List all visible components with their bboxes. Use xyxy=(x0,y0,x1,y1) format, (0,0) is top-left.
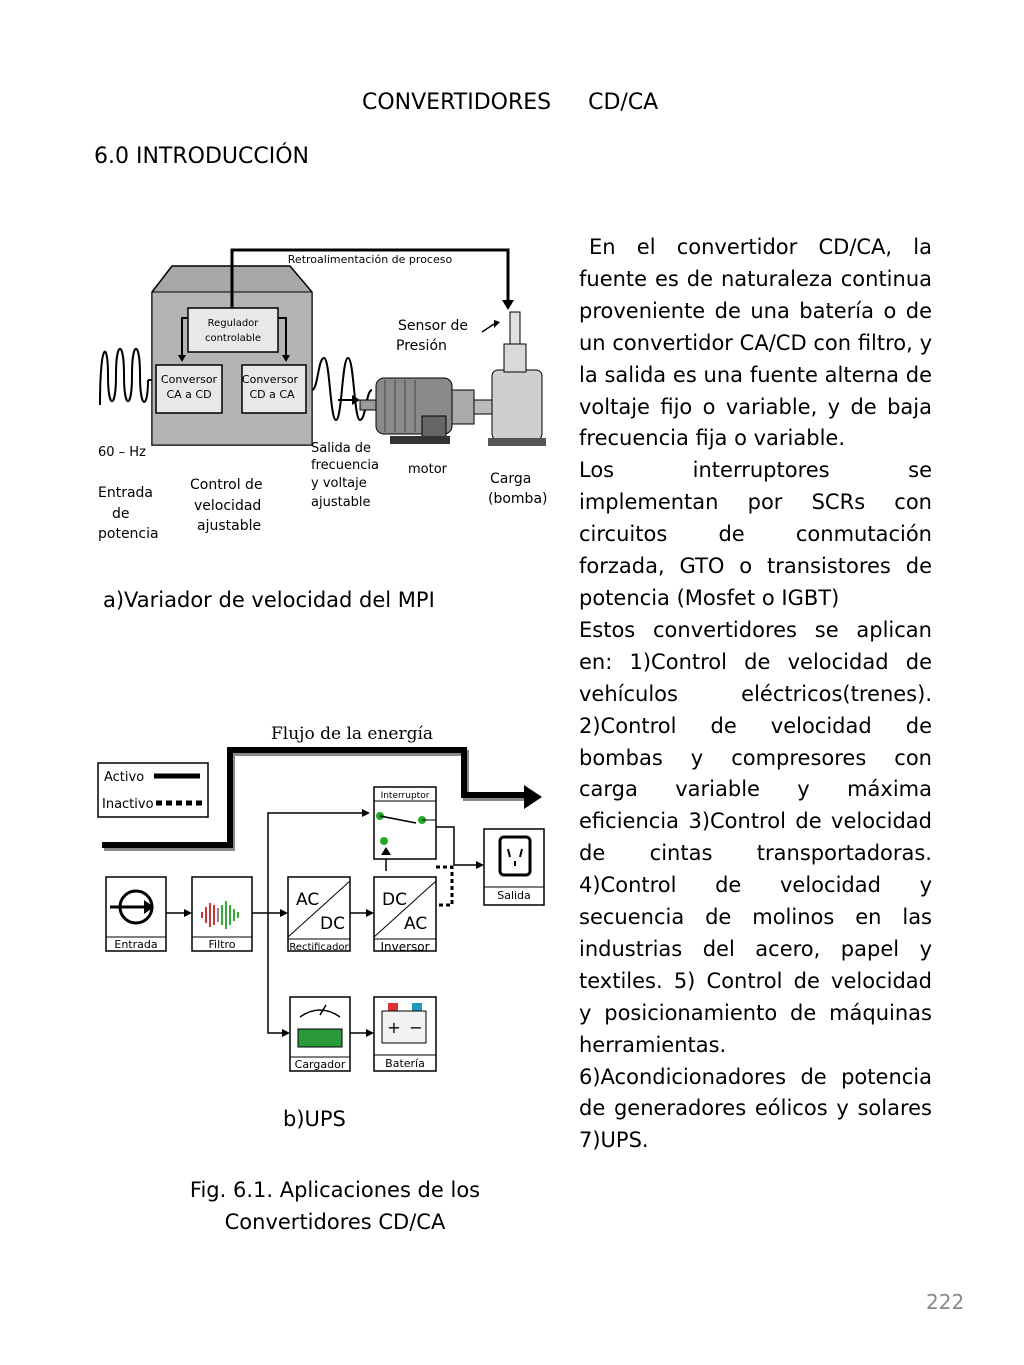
control-label-1: Control de xyxy=(190,477,263,493)
converter-ac-dc-label-2: CA a CD xyxy=(166,388,211,401)
motor-label: motor xyxy=(408,462,448,477)
input-wave-icon xyxy=(99,348,149,406)
cargador-block: Cargador xyxy=(289,996,351,1072)
rectificador-block: AC DC Rectificador xyxy=(287,876,351,953)
section-heading: 6.0 INTRODUCCIÓN xyxy=(94,144,309,169)
filter-wave-icon xyxy=(201,901,239,929)
input-label-1: Entrada xyxy=(98,485,153,501)
load-label-1: Carga xyxy=(490,471,531,487)
paragraph: 6)Acondicionadores de potencia de genera… xyxy=(579,1064,932,1153)
svg-text:+: + xyxy=(387,1018,400,1037)
energy-flow-title: Flujo de la energía xyxy=(271,724,433,744)
input-label-3: potencia xyxy=(98,526,159,542)
regulator-label-2: controlable xyxy=(205,333,261,344)
interruptor-block: Interruptor xyxy=(373,786,437,860)
svg-text:−: − xyxy=(409,1018,422,1037)
cargador-label: Cargador xyxy=(295,1058,346,1071)
salida-label: Salida xyxy=(497,889,531,902)
salida-block: Salida xyxy=(483,828,545,906)
figure-a-caption: a)Variador de velocidad del MPI xyxy=(103,588,435,612)
figure-caption-line-2: Convertidores CD/CA xyxy=(224,1210,446,1234)
figure-b-caption: b)UPS xyxy=(283,1107,346,1131)
frequency-label: 60 – Hz xyxy=(98,445,146,460)
input-label-2: de xyxy=(112,506,130,522)
converter-dc-ac-label-1: Conversor xyxy=(242,373,299,386)
sensor-label-2: Presión xyxy=(396,338,447,354)
legend-active-label: Activo xyxy=(104,770,144,785)
feedback-label: Retroalimentación de proceso xyxy=(288,253,453,266)
filtro-label: Filtro xyxy=(209,938,236,951)
page-number: 222 xyxy=(926,1290,965,1314)
inv-ac-label: AC xyxy=(404,914,427,934)
sensor-label-1: Sensor de xyxy=(398,318,468,334)
interruptor-label: Interruptor xyxy=(381,791,430,801)
control-label-3: ajustable xyxy=(197,518,261,534)
control-label-2: velocidad xyxy=(194,498,261,514)
inversor-block: DC AC Inversor xyxy=(373,876,437,954)
motor-icon xyxy=(359,377,475,444)
converter-dc-ac-label-2: CD a CA xyxy=(249,388,295,401)
output-wave-icon xyxy=(311,356,373,422)
filtro-block: Filtro xyxy=(191,876,253,952)
output-label-2: frecuencia xyxy=(311,458,379,473)
rect-ac-label: AC xyxy=(296,890,319,910)
entrada-label: Entrada xyxy=(114,938,157,951)
output-label-3: y voltaje xyxy=(311,476,367,491)
inv-dc-label: DC xyxy=(382,890,407,910)
load-label-2: (bomba) xyxy=(488,491,547,507)
page-title: CONVERTIDORES CD/CA xyxy=(362,90,659,115)
output-label-4: ajustable xyxy=(311,495,371,510)
pump-icon xyxy=(473,311,546,446)
rect-dc-label: DC xyxy=(320,914,345,934)
paragraph: Los interruptores se implementan por SCR… xyxy=(579,458,932,610)
figure-caption-line-1: Fig. 6.1. Aplicaciones de los xyxy=(189,1178,481,1202)
figure-a-speed-drive: Regulador controlable Conversor CA a CD … xyxy=(98,248,547,542)
figure-b-ups: Flujo de la energía Activo Inactivo Entr… xyxy=(97,724,545,1072)
converter-ac-dc-label-1: Conversor xyxy=(161,373,218,386)
entrada-block: Entrada xyxy=(105,876,167,952)
paragraph: Estos convertidores se aplican en: 1)Con… xyxy=(579,617,932,1057)
regulator-label-1: Regulador xyxy=(208,318,260,329)
body-text: En el convertidor CD/CA, la fuente es de… xyxy=(579,232,932,1157)
legend-inactive-label: Inactivo xyxy=(102,797,154,812)
inversor-label: Inversor xyxy=(380,940,429,954)
paragraph: En el convertidor CD/CA, la fuente es de… xyxy=(579,235,932,451)
output-label-1: Salida de xyxy=(311,441,371,456)
rectificador-label: Rectificador xyxy=(289,942,349,953)
bateria-block: + − Batería xyxy=(373,996,437,1072)
figure-caption: Fig. 6.1. Aplicaciones de los Convertido… xyxy=(160,1174,510,1238)
bateria-label: Batería xyxy=(385,1057,425,1070)
